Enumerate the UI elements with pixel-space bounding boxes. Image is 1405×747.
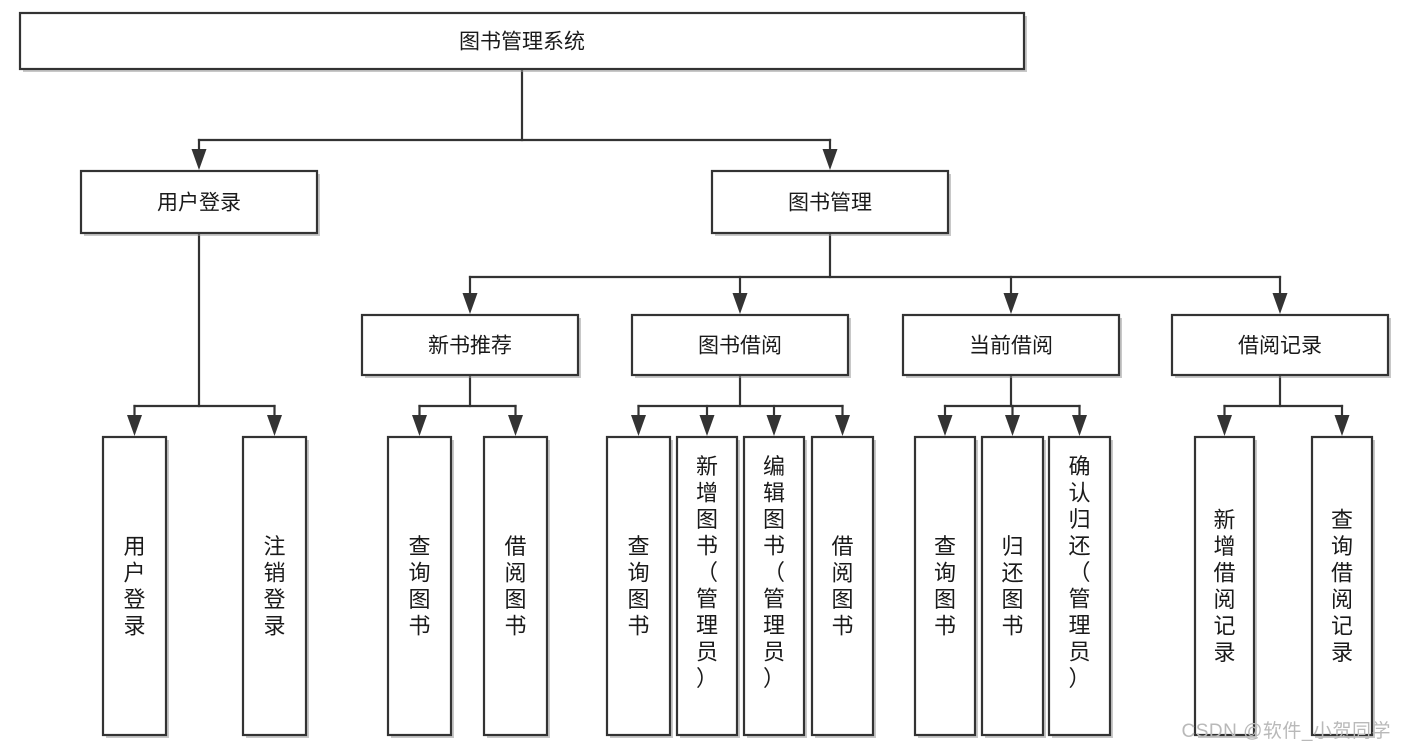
node-label: 查询借阅记录 (1331, 507, 1353, 665)
node-label: 图书管理 (788, 192, 872, 215)
node-label: 查询图书 (627, 534, 649, 639)
node-label: 当前借阅 (969, 335, 1053, 358)
connector-layer (127, 67, 1350, 436)
arrow-head-icon (412, 415, 427, 436)
arrow-head-icon (937, 415, 953, 436)
arrow-head-icon (1072, 415, 1087, 436)
arrow-head-icon (127, 415, 142, 436)
node-label: 新增借阅记录 (1213, 507, 1235, 665)
node-borrow-record[interactable]: 借阅记录 (1170, 313, 1391, 378)
node-box[interactable] (605, 435, 672, 737)
node-box[interactable] (742, 435, 806, 737)
node-box[interactable] (18, 11, 1026, 71)
node-label: 借阅图书 (504, 534, 526, 639)
node-book-management[interactable]: 图书管理 (710, 169, 951, 236)
node-box[interactable] (980, 435, 1045, 737)
node-leaf-logout-login[interactable]: 注销登录 (241, 435, 309, 738)
node-label: 图书管理系统 (459, 31, 585, 54)
node-box[interactable] (101, 435, 168, 737)
node-leaf-borrow-book[interactable]: 借阅图书 (810, 435, 876, 738)
node-leaf-return-book[interactable]: 归还图书 (980, 435, 1046, 738)
node-leaf-query-book-borrow[interactable]: 查询图书 (605, 435, 673, 738)
node-box[interactable] (1193, 435, 1256, 737)
node-current-borrow[interactable]: 当前借阅 (901, 313, 1122, 378)
arrow-head-icon (766, 415, 782, 436)
arrow-head-icon (631, 415, 646, 436)
node-leaf-query-book-recommend[interactable]: 查询图书 (386, 435, 454, 738)
node-root[interactable]: 图书管理系统 (18, 11, 1027, 72)
arrow-head-icon (835, 415, 850, 436)
node-box[interactable] (810, 435, 875, 737)
node-box[interactable] (360, 313, 580, 377)
node-label: 图书借阅 (698, 335, 782, 358)
node-box[interactable] (1047, 435, 1112, 737)
arrow-head-icon (1003, 293, 1019, 314)
node-leaf-edit-book-admin[interactable]: 编辑图书（管理员） (742, 435, 807, 738)
node-box[interactable] (630, 313, 850, 377)
node-leaf-query-book-current[interactable]: 查询图书 (913, 435, 978, 738)
arrow-head-icon (1005, 415, 1020, 436)
node-box[interactable] (482, 435, 549, 737)
watermark-text: CSDN @软件_小贺同学 (1181, 721, 1391, 742)
arrow-head-icon (462, 293, 478, 314)
node-leaf-add-book-admin[interactable]: 新增图书（管理员） (675, 435, 740, 738)
node-new-book-recommend[interactable]: 新书推荐 (360, 313, 581, 378)
node-box[interactable] (1310, 435, 1374, 737)
node-user-login[interactable]: 用户登录 (79, 169, 320, 236)
node-box[interactable] (386, 435, 453, 737)
node-box[interactable] (79, 169, 319, 235)
node-label: 借阅图书 (831, 534, 853, 639)
node-label: 查询图书 (408, 534, 430, 639)
node-label: 借阅记录 (1238, 335, 1322, 358)
node-leaf-add-borrow-record[interactable]: 新增借阅记录 (1193, 435, 1257, 738)
arrow-head-icon (699, 415, 715, 436)
node-box[interactable] (675, 435, 739, 737)
node-label: 用户登录 (123, 534, 145, 639)
node-label: 新书推荐 (428, 335, 512, 358)
node-leaf-confirm-return-admin[interactable]: 确认归还（管理员） (1047, 435, 1113, 738)
node-box[interactable] (901, 313, 1121, 377)
node-box[interactable] (1170, 313, 1390, 377)
arrow-head-icon (822, 149, 838, 170)
node-leaf-borrow-book-recommend[interactable]: 借阅图书 (482, 435, 550, 738)
node-label: 新增图书（管理员） (696, 454, 718, 691)
node-label: 编辑图书（管理员） (763, 454, 785, 691)
node-box[interactable] (710, 169, 950, 235)
node-leaf-query-borrow-record[interactable]: 查询借阅记录 (1310, 435, 1375, 738)
node-layer: 图书管理系统用户登录图书管理新书推荐图书借阅当前借阅借阅记录用户登录注销登录查询… (18, 11, 1391, 738)
node-book-borrow[interactable]: 图书借阅 (630, 313, 851, 378)
node-label: 确认归还（管理员） (1068, 454, 1090, 691)
node-box[interactable] (241, 435, 308, 737)
arrow-head-icon (1272, 293, 1288, 314)
node-label: 注销登录 (263, 534, 285, 639)
node-label: 查询图书 (934, 534, 956, 639)
arrow-head-icon (191, 149, 207, 170)
node-leaf-user-login[interactable]: 用户登录 (101, 435, 169, 738)
node-label: 归还图书 (1001, 534, 1023, 639)
arrow-head-icon (1334, 415, 1350, 436)
node-label: 用户登录 (157, 192, 241, 215)
arrow-head-icon (267, 415, 282, 436)
node-box[interactable] (913, 435, 977, 737)
arrow-head-icon (1217, 415, 1232, 436)
arrow-head-icon (732, 293, 748, 314)
arrow-head-icon (508, 415, 523, 436)
